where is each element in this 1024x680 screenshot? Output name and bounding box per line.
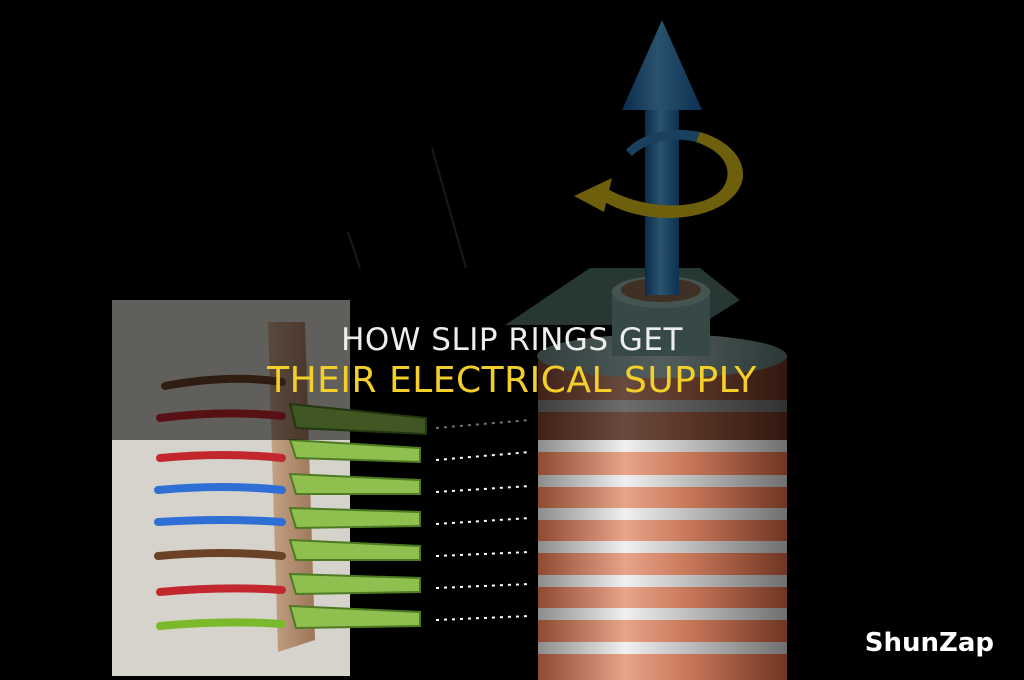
shaft-arrow-icon	[622, 20, 702, 295]
leader-lines	[348, 148, 466, 268]
brand-logo: ShunZap	[865, 628, 994, 658]
contact-lines	[436, 420, 530, 620]
title-line-2: THEIR ELECTRICAL SUPPLY	[0, 360, 1024, 401]
title-line-1: HOW SLIP RINGS GET	[0, 322, 1024, 358]
